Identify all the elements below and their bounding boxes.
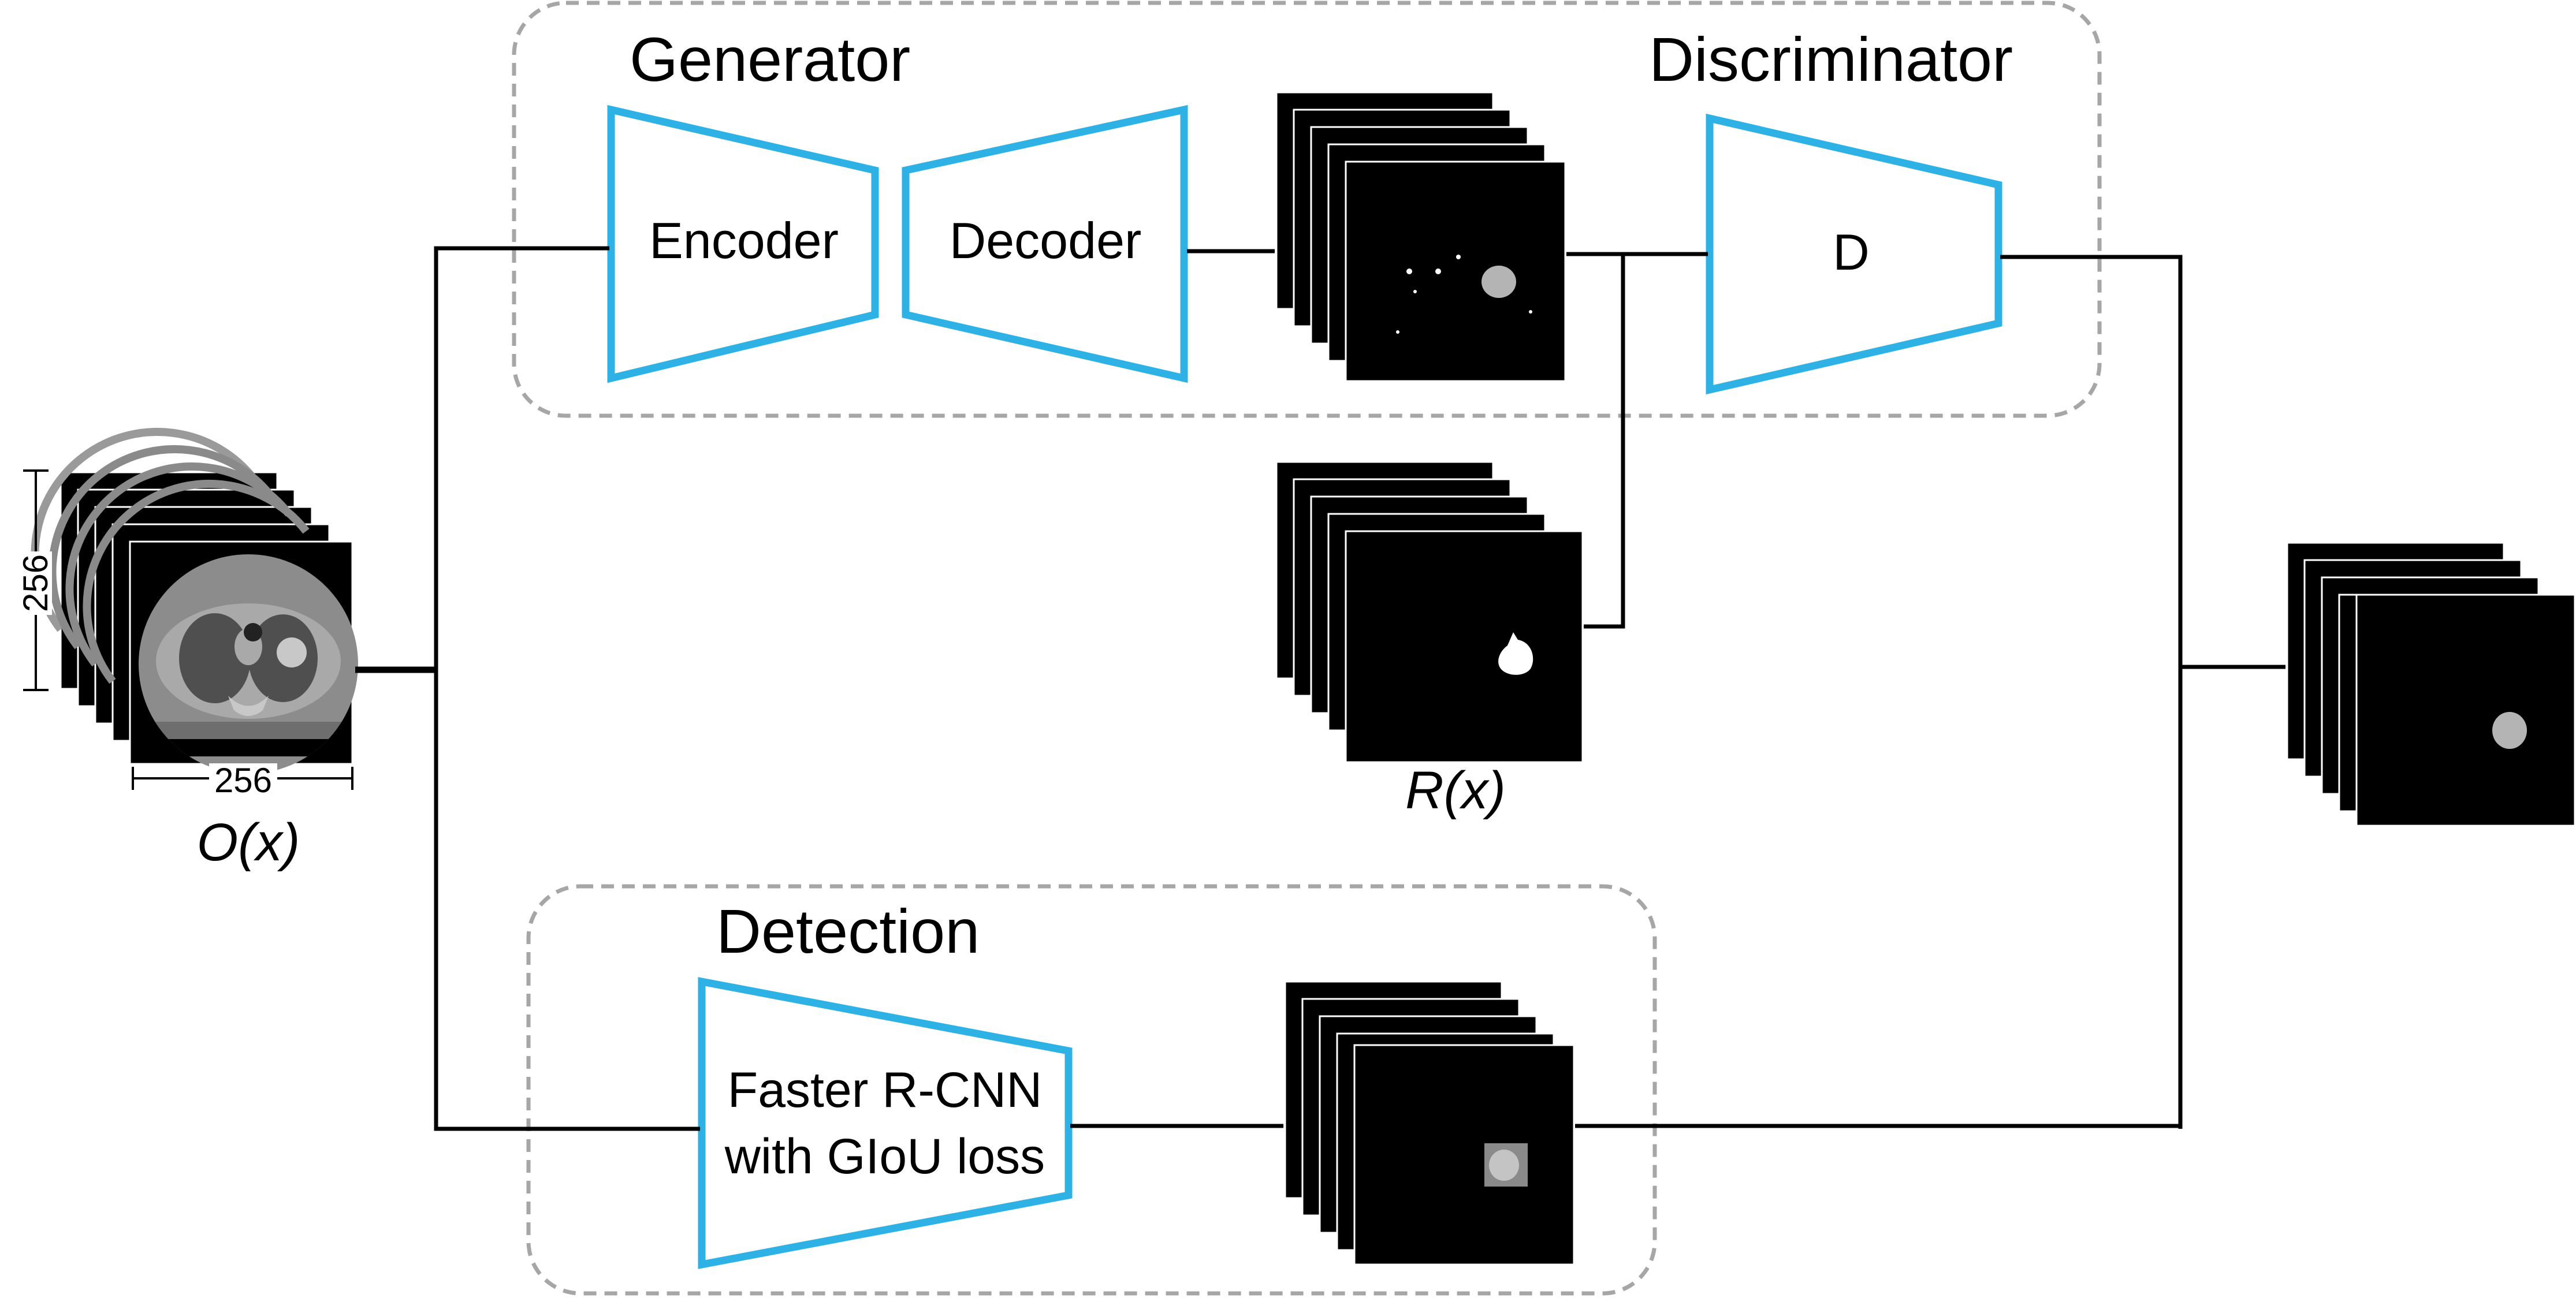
discriminator-label: D <box>1833 223 1870 281</box>
encoder-module: Encoder <box>607 105 879 383</box>
arrow-to-encoder <box>434 246 610 670</box>
detection-output-stack <box>1284 980 1575 1266</box>
final-output-stack <box>2286 542 2576 827</box>
reference-to-discriminator-line <box>1584 254 1625 629</box>
input-height-label: 256 <box>16 554 55 612</box>
detection-group <box>526 884 1657 1296</box>
detector-label-line2: with GIoU loss <box>724 1129 1045 1184</box>
generated-lesion <box>1481 266 1516 298</box>
generator-title: Generator <box>630 24 910 94</box>
input-width-label: 256 <box>214 761 272 800</box>
discriminator-title: Discriminator <box>1649 24 2013 94</box>
input-label: O(x) <box>197 813 300 872</box>
reference-lesion <box>1498 632 1533 675</box>
arrow-to-detector <box>434 670 701 1131</box>
generated-mask-stack <box>1275 91 1566 382</box>
reference-label: R(x) <box>1405 761 1506 820</box>
connectors <box>355 246 2286 1131</box>
detector-module: Faster R-CNN with GIoU loss <box>698 977 1073 1269</box>
encoder-label: Encoder <box>649 212 839 269</box>
output-lesion <box>2492 712 2527 749</box>
generator-discriminator-group <box>512 1 2102 418</box>
decoder-label: Decoder <box>950 212 1142 269</box>
input-ct-stack: 256 256 O(x) <box>16 427 358 872</box>
detector-label-line1: Faster R-CNN <box>728 1062 1043 1118</box>
discriminator-module: D <box>1706 113 2002 395</box>
discriminator-output-line <box>2000 255 2183 1129</box>
reference-mask-stack: R(x) <box>1275 461 1584 820</box>
decoder-module: Decoder <box>902 105 1188 383</box>
ct-scan-image <box>139 554 358 774</box>
detection-title: Detection <box>716 896 980 966</box>
